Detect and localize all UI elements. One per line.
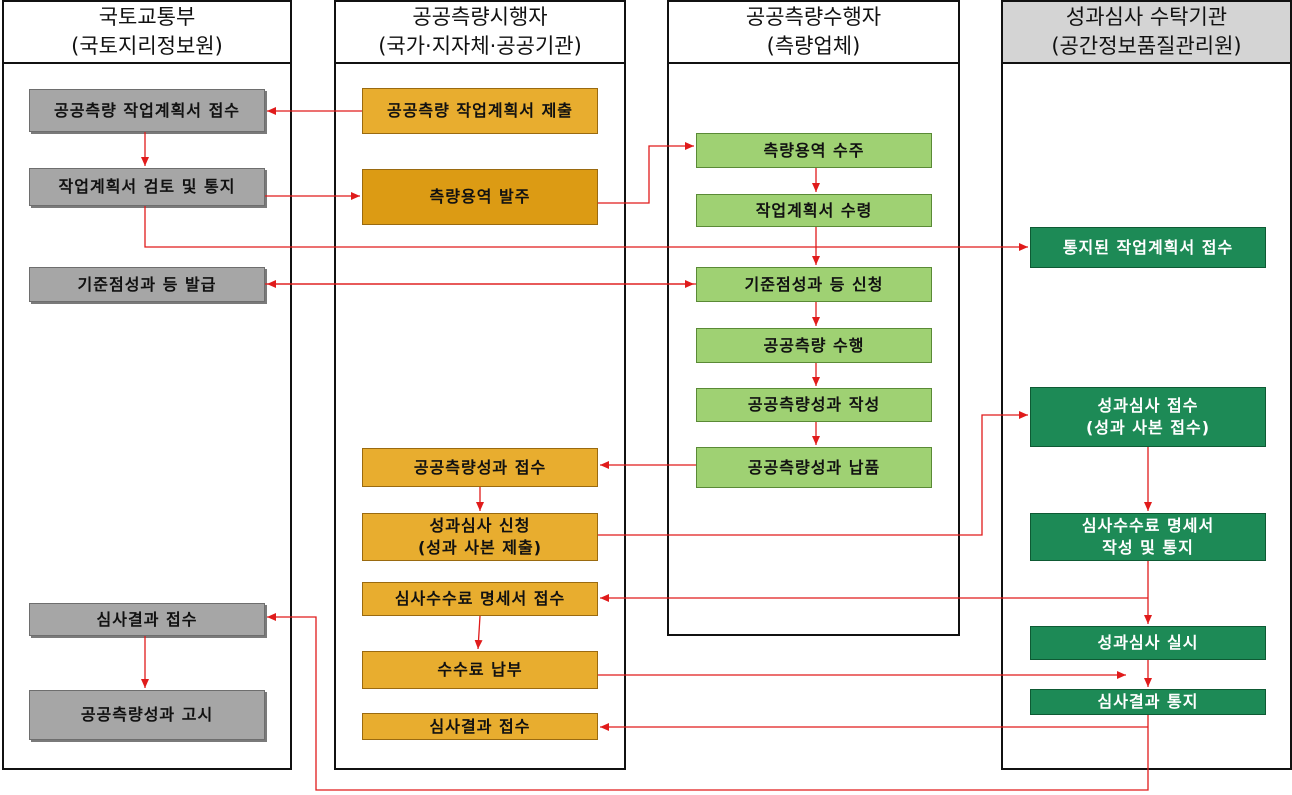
box-label: 성과심사 접수 xyxy=(1097,396,1199,415)
box-submit-plan: 공공측량 작업계획서 제출 xyxy=(362,88,598,134)
box-conduct-review: 성과심사 실시 xyxy=(1030,626,1266,660)
box-order-service: 측량용역 발주 xyxy=(362,169,598,225)
box-label: 작업계획서 수령 xyxy=(755,200,873,220)
box-label: 공공측량 수행 xyxy=(763,335,865,355)
box-label: 공공측량성과 납품 xyxy=(747,457,881,477)
box-fee-statement: 심사수수료 명세서 작성 및 통지 xyxy=(1030,513,1266,561)
box-apply-review: 성과심사 신청 (성과 사본 제출) xyxy=(362,513,598,561)
lane-surveyor: 공공측량수행자 (측량업체) xyxy=(667,0,960,636)
box-notify-result: 심사결과 통지 xyxy=(1030,689,1266,715)
box-announce: 공공측량성과 고시 xyxy=(29,690,265,740)
box-label: 심사결과 통지 xyxy=(1097,692,1199,711)
box-label: 측량용역 수주 xyxy=(763,140,865,160)
box-label: 성과심사 신청 xyxy=(429,516,531,535)
box-receive-result: 심사결과 접수 xyxy=(29,603,265,636)
box-label: 공공측량성과 작성 xyxy=(747,395,881,414)
lane-header-reviewer: 성과심사 수탁기관 (공간정보품질관리원) xyxy=(1003,2,1290,64)
box-win-contract: 측량용역 수주 xyxy=(696,133,932,168)
box-receive-plan: 공공측량 작업계획서 접수 xyxy=(29,89,265,132)
box-label: 작업계획서 검토 및 통지 xyxy=(58,177,236,196)
box-receive-review-result: 심사결과 접수 xyxy=(362,713,598,740)
box-label: 통지된 작업계획서 접수 xyxy=(1062,237,1234,257)
lane-subtitle: (국토지리정보원) xyxy=(71,34,223,58)
box-receive-notified-plan: 통지된 작업계획서 접수 xyxy=(1030,227,1266,268)
box-review-notify: 작업계획서 검토 및 통지 xyxy=(29,168,265,206)
box-label-sub: (성과 사본 제출) xyxy=(417,538,543,557)
box-pay-fee: 수수료 납부 xyxy=(362,651,598,689)
lane-subtitle: (국가·지자체·공공기관) xyxy=(378,34,582,58)
lane-header-molit: 국토교통부 (국토지리정보원) xyxy=(4,2,290,64)
lane-title: 국토교통부 xyxy=(98,5,196,29)
lane-header-surveyor: 공공측량수행자 (측량업체) xyxy=(669,2,958,64)
lane-subtitle: (측량업체) xyxy=(766,34,861,58)
box-label: 공공측량성과 접수 xyxy=(413,457,547,477)
box-deliver-output: 공공측량성과 납품 xyxy=(696,447,932,488)
lane-header-orderer: 공공측량시행자 (국가·지자체·공공기관) xyxy=(336,2,624,64)
box-label: 심사수수료 명세서 접수 xyxy=(394,589,566,608)
box-perform-survey: 공공측량 수행 xyxy=(696,328,932,363)
box-receive-output: 공공측량성과 접수 xyxy=(362,448,598,487)
box-label: 수수료 납부 xyxy=(437,660,523,679)
box-label: 공공측량 작업계획서 제출 xyxy=(386,101,574,120)
box-label: 심사결과 접수 xyxy=(429,716,531,736)
box-label: 기준점성과 등 발급 xyxy=(77,274,217,294)
box-label: 기준점성과 등 신청 xyxy=(744,274,884,294)
box-label-sub: (성과 사본 접수) xyxy=(1085,418,1211,437)
box-label: 측량용역 발주 xyxy=(429,187,531,206)
lane-title: 공공측량수행자 xyxy=(745,5,882,29)
box-label: 심사결과 접수 xyxy=(96,609,198,629)
box-request-control: 기준점성과 등 신청 xyxy=(696,267,932,302)
box-receive-fee-statement: 심사수수료 명세서 접수 xyxy=(362,582,598,616)
box-label-sub: 작성 및 통지 xyxy=(1102,538,1194,557)
box-receive-plan-surveyor: 작업계획서 수령 xyxy=(696,194,932,227)
box-prepare-output: 공공측량성과 작성 xyxy=(696,388,932,422)
lane-title: 성과심사 수탁기관 xyxy=(1065,5,1228,29)
box-label: 심사수수료 명세서 xyxy=(1081,516,1215,535)
box-label: 공공측량 작업계획서 접수 xyxy=(53,100,241,120)
box-issue-control: 기준점성과 등 발급 xyxy=(29,267,265,302)
lane-title: 공공측량시행자 xyxy=(412,5,548,29)
box-receive-review: 성과심사 접수 (성과 사본 접수) xyxy=(1030,387,1266,447)
lane-subtitle: (공간정보품질관리원) xyxy=(1051,34,1242,58)
box-label: 성과심사 실시 xyxy=(1097,633,1199,652)
box-label: 공공측량성과 고시 xyxy=(80,705,214,724)
